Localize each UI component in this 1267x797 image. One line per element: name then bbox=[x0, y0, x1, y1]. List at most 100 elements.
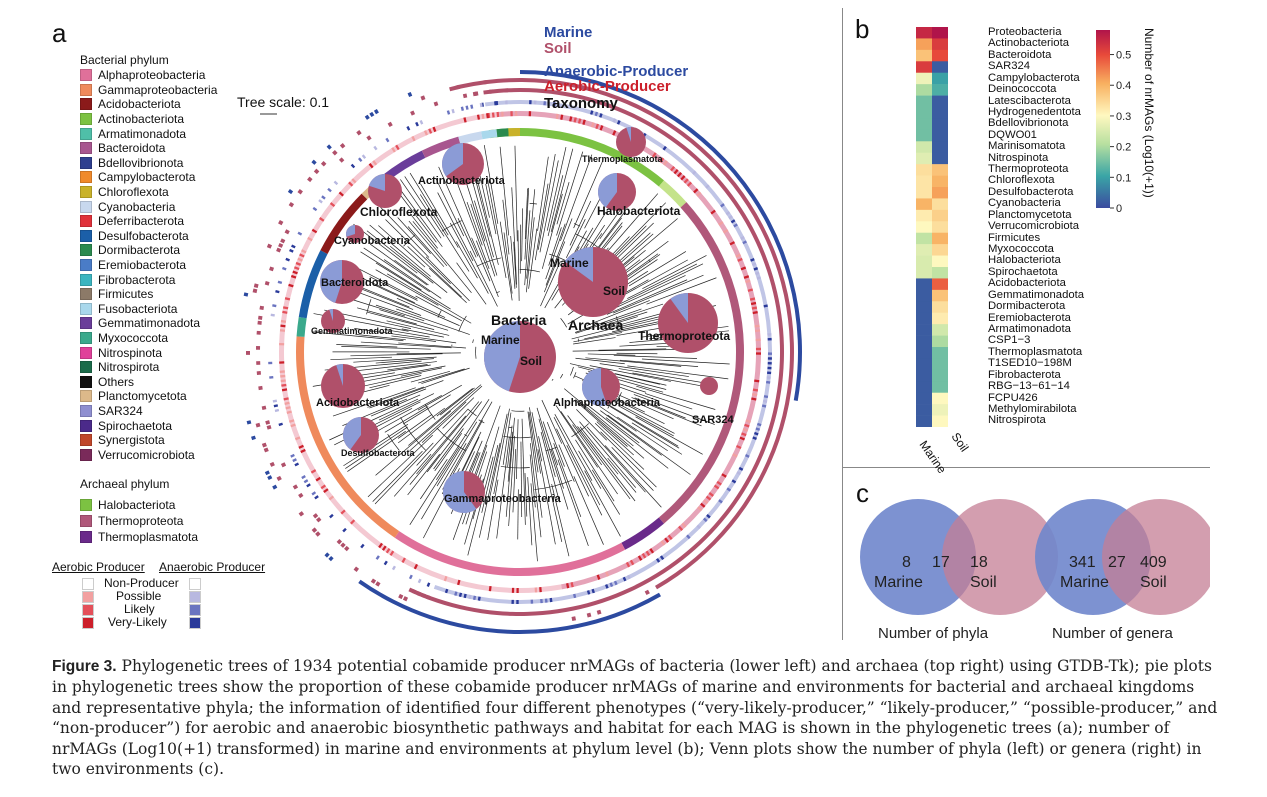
tree-branch bbox=[389, 245, 448, 293]
anaerobic-tick bbox=[766, 376, 771, 379]
anaerobic-tick bbox=[728, 215, 733, 220]
tree-branch bbox=[456, 262, 487, 305]
tree-branch bbox=[421, 401, 467, 443]
tree-branch bbox=[435, 177, 465, 237]
legend-label: Bacteroidota bbox=[98, 141, 166, 156]
colorbar-tick-label: 0.5 bbox=[1116, 50, 1131, 62]
aerobic-tick bbox=[283, 397, 289, 401]
aerobic-tick bbox=[560, 114, 564, 120]
anaerobic-tick bbox=[530, 599, 534, 604]
legend-swatch bbox=[80, 244, 92, 257]
heatmap-row-label: CSP1−3 bbox=[988, 334, 1031, 347]
legend-label: Alphaproteobacteria bbox=[98, 68, 206, 83]
soil-tick bbox=[307, 176, 313, 183]
tree-branch bbox=[583, 402, 669, 469]
heatmap-cell-methylomirabilota-soil bbox=[932, 404, 948, 416]
anaerobic-tick bbox=[756, 422, 762, 427]
soil-tick bbox=[298, 511, 305, 517]
tree-branch bbox=[572, 349, 677, 352]
anaerobic-tick bbox=[622, 576, 627, 582]
anaerobic-tick bbox=[360, 543, 365, 549]
tree-branch bbox=[372, 450, 423, 502]
legend-label: Synergistota bbox=[98, 433, 165, 448]
legend-swatch bbox=[80, 171, 92, 184]
tree-branch bbox=[421, 367, 470, 384]
soil-tick bbox=[375, 581, 381, 587]
tree-branch bbox=[375, 269, 439, 306]
heatmap-cell-eremiobacterota-soil bbox=[932, 312, 948, 325]
tree-branch bbox=[402, 394, 451, 425]
anaerobic-tick bbox=[543, 101, 547, 106]
anaerobic-tick bbox=[613, 580, 618, 586]
tree-branch bbox=[415, 295, 462, 322]
ring-label-soil: Soil bbox=[544, 40, 572, 57]
heatmap-row-label: FCPU426 bbox=[988, 391, 1038, 404]
anaerobic-tick bbox=[272, 304, 277, 308]
tree-branch bbox=[573, 159, 604, 229]
venn-phyla-right-label: Soil bbox=[970, 574, 997, 591]
soil-tick bbox=[596, 609, 602, 615]
marine-tick bbox=[326, 144, 332, 150]
taxonomy-ring-segment bbox=[320, 193, 368, 254]
tree-arc bbox=[424, 404, 436, 420]
aerobic-tick bbox=[297, 257, 303, 262]
tree-branch bbox=[436, 388, 473, 417]
tree-branch bbox=[542, 421, 559, 466]
soil-tick bbox=[266, 243, 273, 249]
anaerobic-tick bbox=[763, 395, 769, 399]
tree-branch bbox=[493, 408, 510, 495]
tree-branch bbox=[585, 357, 682, 367]
legend-item-alphaproteobacteria: Alphaproteobacteria bbox=[80, 68, 217, 83]
figure-caption-label: Figure 3. bbox=[52, 658, 117, 675]
heatmap-cell-chloroflexota-marine bbox=[916, 175, 932, 188]
heatmap-cell-firmicutes-marine bbox=[916, 232, 932, 245]
aerobic-tick bbox=[301, 249, 307, 254]
tree-branch bbox=[616, 352, 658, 355]
tree-branch bbox=[566, 219, 586, 258]
legend-item-deferribacterota: Deferribacterota bbox=[80, 214, 217, 229]
tree-branch bbox=[573, 332, 623, 343]
heatmap-col-marine: Marine bbox=[916, 438, 950, 477]
anaerobic-tick bbox=[460, 106, 465, 111]
figure-caption-text: Phylogenetic trees of 1934 potential cob… bbox=[52, 657, 1218, 779]
legend-label: Nitrospinota bbox=[98, 345, 163, 360]
anaerobic-tick bbox=[468, 594, 472, 600]
legend-label: Planctomycetota bbox=[98, 389, 187, 404]
aerobic-tick bbox=[280, 374, 286, 378]
tree-branch bbox=[417, 384, 462, 411]
soil-tick bbox=[398, 593, 404, 600]
taxonomy-ring-segment bbox=[481, 129, 498, 140]
tree-branch bbox=[420, 459, 448, 500]
aerobic-tick bbox=[288, 283, 294, 288]
thermoproteota-pie-marine-slice bbox=[670, 293, 688, 323]
tree-arc bbox=[508, 426, 513, 429]
anaerobic-tick bbox=[470, 104, 474, 109]
soil-tick bbox=[259, 305, 265, 310]
anaerobic-tick bbox=[626, 574, 631, 580]
heatmap-row-label: Desulfobacterota bbox=[988, 185, 1074, 198]
center-label-archaea-marine: Marine bbox=[550, 256, 589, 270]
tree-branch bbox=[418, 368, 465, 384]
tree-branch bbox=[569, 200, 592, 246]
tree-branch bbox=[600, 431, 657, 488]
soil-tick bbox=[336, 539, 343, 545]
tree-branch bbox=[575, 303, 664, 334]
venn-phyla-left-label: Marine bbox=[874, 574, 923, 591]
aerobic-tick bbox=[752, 310, 758, 315]
aerobic-tick bbox=[488, 586, 492, 592]
sar324-pie bbox=[700, 377, 718, 395]
tree-branch bbox=[530, 483, 538, 562]
aerobic-swatch bbox=[82, 591, 94, 603]
aerobic-tick bbox=[732, 453, 738, 458]
legend-label: Thermoplasmatota bbox=[98, 530, 199, 544]
aerobic-swatch bbox=[82, 604, 94, 616]
legend-item-synergistota: Synergistota bbox=[80, 433, 217, 448]
tree-branch bbox=[487, 479, 499, 541]
soil-tick bbox=[261, 442, 267, 448]
tree-branch bbox=[538, 436, 563, 543]
anaerobic-tick bbox=[373, 145, 378, 151]
clade-label-desulfobacterota: Desulfobacterota bbox=[341, 448, 416, 458]
tree-branch bbox=[375, 262, 451, 310]
tree-branch bbox=[437, 192, 474, 262]
anaerobic-tick bbox=[552, 102, 556, 107]
